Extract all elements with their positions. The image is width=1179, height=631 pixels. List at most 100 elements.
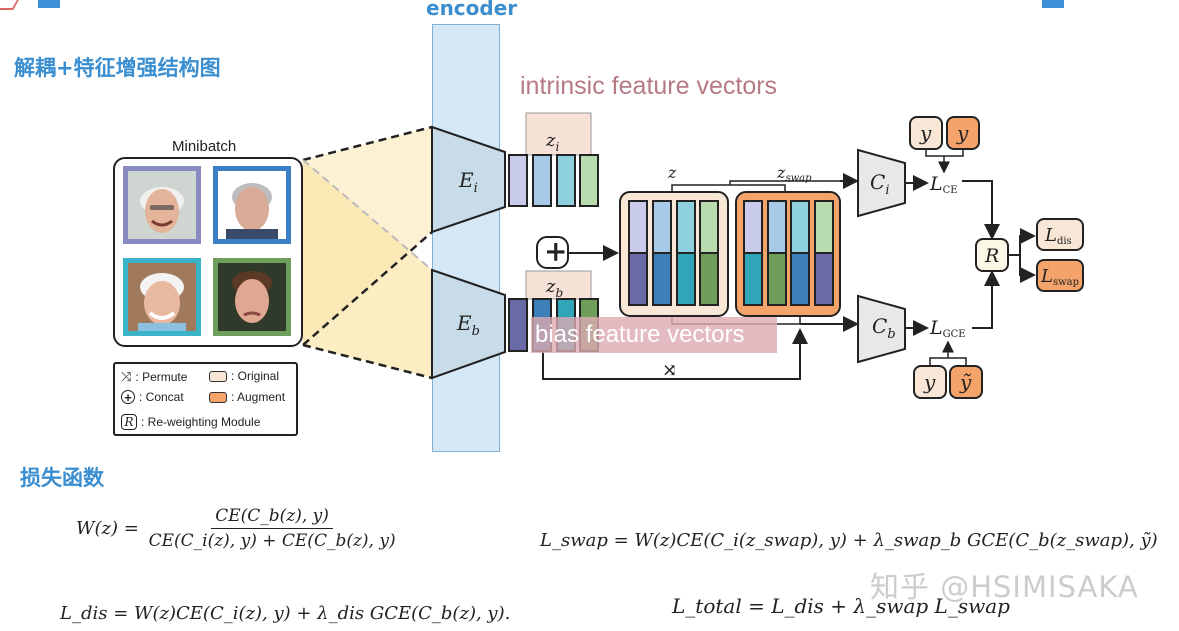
feature-cell [699, 252, 719, 306]
loss-gce-label: LGCE [929, 317, 966, 340]
legend-augment-label: : Augment [231, 390, 286, 404]
projection-line [302, 343, 433, 380]
loss-swap-box [1036, 259, 1084, 292]
feature-cell [556, 154, 576, 207]
feature-cell [790, 252, 810, 306]
loss-title: 损失函数 [20, 466, 104, 490]
feature-cell [743, 252, 763, 306]
classifier-intrinsic-label: Ci [870, 170, 889, 198]
classifier-intrinsic [857, 148, 906, 218]
formula-w: W(z) = CE(C_b(z), y) CE(C_i(z), y) + CE(… [76, 506, 400, 551]
face-image [123, 166, 201, 244]
encoder-label: encoder [426, 0, 518, 20]
z-i-label: zi [545, 130, 559, 154]
feature-cell [628, 200, 648, 254]
legend-reweight-label: : Re-weighting Module [141, 415, 261, 429]
z-swap-label: zswap [776, 163, 812, 184]
z-i-header [525, 112, 592, 156]
feature-cell [628, 252, 648, 306]
feature-cell [532, 154, 552, 207]
classifier-bias [857, 294, 906, 364]
slide-corner-left [38, 0, 60, 8]
feature-cell [743, 200, 763, 254]
reweight-module [975, 238, 1009, 272]
loss-dis-box [1036, 218, 1084, 251]
intrinsic-feature-note: intrinsic feature vectors [520, 72, 778, 100]
legend-original: : Original [209, 369, 279, 383]
formula-l-total: L_total = L_dis + λ_swap L_swap [672, 594, 1010, 618]
formula-w-denominator: CE(C_i(z), y) + CE(C_b(z), y) [148, 531, 396, 551]
loss-ce-label: LCE [929, 173, 958, 196]
feature-cell [767, 252, 787, 306]
projection-line [302, 159, 433, 271]
feature-cell [790, 200, 810, 254]
face-image [213, 258, 291, 336]
projection-beam-bottom [303, 160, 432, 378]
concat-symbol: + [544, 235, 567, 268]
concat-node [536, 236, 569, 269]
label-y-augment-text: y [956, 121, 969, 145]
feature-cell [814, 200, 834, 254]
legend-concat-label: : Concat [139, 390, 184, 404]
label-y-tilde [949, 365, 983, 399]
legend-permute: ⤨ : Permute [121, 369, 187, 385]
minibatch-label: Minibatch [172, 138, 237, 155]
arrow-r-to-lswap [1019, 255, 1036, 283]
permute-icon: ⤨ [662, 360, 677, 381]
z-b-header [525, 270, 592, 300]
feature-cell [767, 200, 787, 254]
z-original-block [619, 191, 729, 317]
feature-cell [652, 200, 672, 254]
legend-original-label: : Original [231, 369, 280, 383]
bias-feature-note: bias feature vectors [531, 317, 777, 353]
feature-cell [676, 200, 696, 254]
original-swatch [209, 370, 227, 382]
reweight-icon: R [121, 414, 137, 430]
label-join-top [925, 149, 964, 172]
watermark: 知乎 @HSIMISAKA [870, 570, 1139, 604]
label-y-original [909, 116, 943, 150]
feature-cell [508, 154, 528, 207]
feature-cell [676, 252, 696, 306]
legend-reweight: R : Re-weighting Module [121, 414, 260, 430]
formula-l-dis: L_dis = W(z)CE(C_i(z), y) + λ_dis GCE(C_… [60, 603, 511, 624]
label-y-original-text: y [919, 121, 932, 145]
loss-swap-label: Lswap [1040, 266, 1079, 288]
legend-permute-label: : Permute [135, 370, 188, 384]
encoder-band [432, 24, 500, 452]
face-image [213, 166, 291, 244]
augment-swatch [209, 391, 227, 403]
face-image [123, 258, 201, 336]
arrow-lgce-to-r [972, 270, 1000, 329]
legend-concat: + : Concat [121, 390, 184, 404]
classifier-bias-label: Cb [872, 314, 896, 342]
formula-l-swap: L_swap = W(z)CE(C_i(z_swap), y) + λ_swap… [540, 530, 1158, 551]
loss-dis-label: Ldis [1044, 225, 1072, 247]
label-y-bottom-text: y [923, 370, 936, 394]
formula-w-fraction: CE(C_b(z), y) CE(C_i(z), y) + CE(C_b(z),… [145, 506, 400, 551]
z-swap-block [735, 191, 841, 317]
label-y-tilde-text: ỹ [959, 370, 972, 394]
formula-w-numerator: CE(C_b(z), y) [211, 506, 333, 529]
projection-beam-top [303, 127, 432, 345]
label-y-bottom [913, 365, 947, 399]
z-b-label: zb [545, 276, 563, 300]
reweight-label: R [984, 245, 999, 267]
logo-icon [0, 0, 19, 10]
bracket-z-swap [729, 180, 858, 185]
arrow-lce-to-r [962, 180, 1000, 240]
legend-augment: : Augment [209, 390, 285, 404]
arrow-r-to-ldis [1008, 228, 1036, 256]
formula-w-lhs: W(z) = [76, 518, 139, 539]
bracket-z [671, 184, 786, 192]
projection-line [302, 231, 433, 346]
slide-corner-right [1042, 0, 1064, 8]
feature-cell [814, 252, 834, 306]
concat-icon: + [121, 390, 135, 404]
legend: ⤨ : Permute : Original + : Concat : Augm… [113, 362, 298, 436]
structure-title: 解耦+特征增强结构图 [14, 56, 221, 80]
permute-icon: ⤨ [121, 369, 132, 384]
feature-cell [652, 252, 672, 306]
projection-line [302, 125, 433, 162]
label-join-bottom [929, 342, 967, 366]
